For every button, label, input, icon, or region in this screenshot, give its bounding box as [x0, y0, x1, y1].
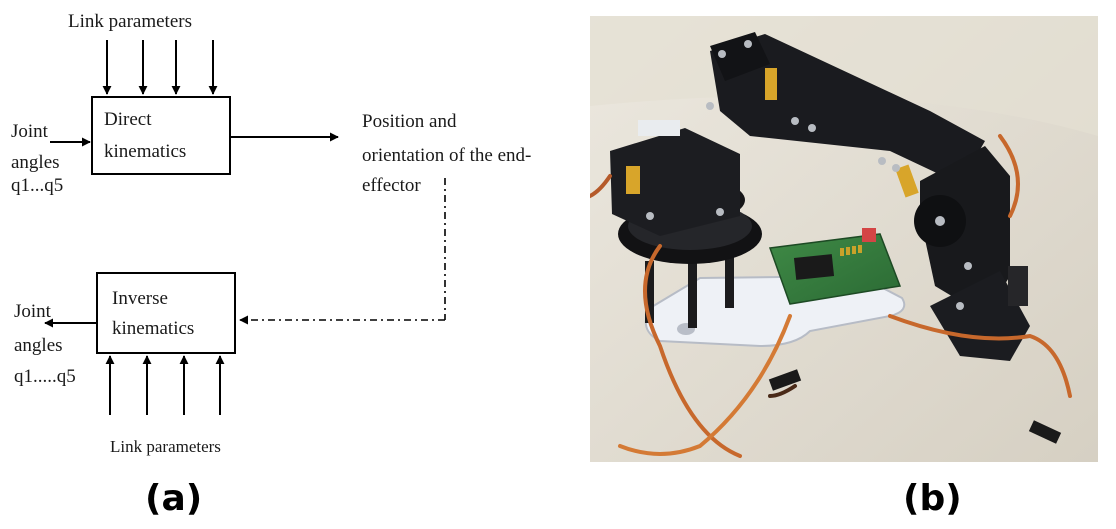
caption-a: (a): [145, 478, 203, 519]
bottom-parameter-arrows: [105, 355, 225, 415]
output-line3: effector: [362, 175, 421, 196]
inverse-box-line1: Inverse: [112, 288, 168, 309]
upper-arm-link: [710, 34, 985, 184]
joint-input-line3: q1...q5: [11, 175, 63, 196]
caption-b: (b): [903, 478, 962, 519]
servo-label: [626, 166, 640, 194]
direct-box-line2: kinematics: [104, 141, 186, 162]
cable-connector: [768, 369, 802, 391]
white-bracket: [638, 120, 680, 136]
robot-arm-photo: [590, 16, 1098, 462]
joint-input-line1: Joint: [11, 121, 49, 142]
base-standoffs: [645, 246, 734, 328]
robot-arm-illustration: [590, 16, 1098, 462]
direct-kinematics-box: [91, 96, 231, 175]
arm-bolts: [646, 40, 972, 310]
joint-output-line2: angles: [14, 335, 63, 356]
inverse-kinematics-box: [96, 272, 236, 354]
servo-cables: [590, 134, 1072, 458]
output-line2: orientation of the end-: [362, 145, 531, 166]
direct-box-line1: Direct: [104, 109, 152, 130]
joint-output-line3: q1.....q5: [14, 366, 76, 387]
joint-input-line2: angles: [11, 152, 60, 173]
bottom-link-parameters-label: Link parameters: [110, 437, 221, 456]
joint-output-line1: Joint: [14, 301, 52, 322]
shoulder-servo-block: [610, 128, 740, 236]
forearm-link: [920, 146, 1010, 316]
cable-connector: [1028, 420, 1062, 444]
output-line1: Position and: [362, 111, 457, 132]
top-parameter-arrows: [102, 40, 218, 95]
inverse-box-line2: kinematics: [112, 318, 194, 339]
top-link-parameters-label: Link parameters: [68, 11, 192, 32]
feedback-dashdot-path: [239, 178, 446, 325]
servo-controller-board: [768, 228, 902, 305]
